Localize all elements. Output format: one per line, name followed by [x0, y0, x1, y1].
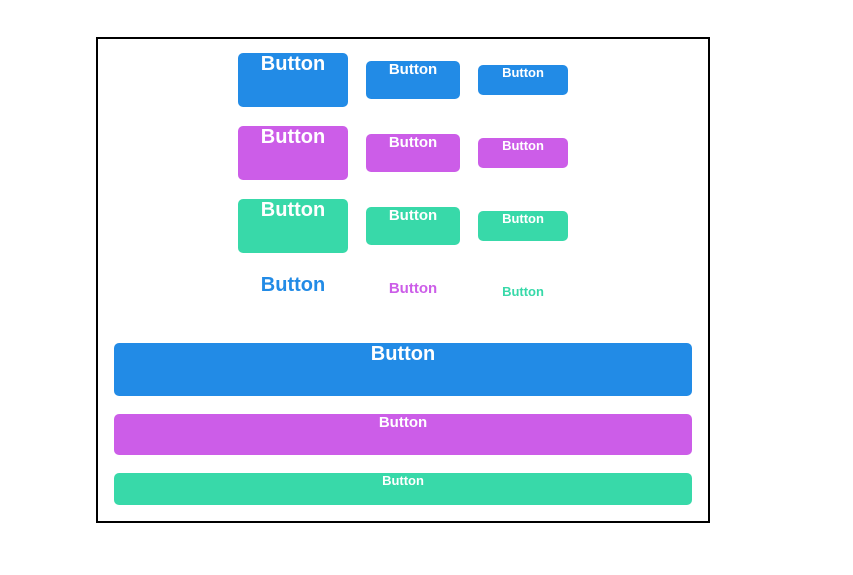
- outline-blue-large-button[interactable]: Button: [238, 273, 348, 325]
- filled-teal-medium-button[interactable]: Button: [366, 207, 460, 245]
- full-width-button-group: Button Button Button: [114, 343, 692, 505]
- button-row-filled-blue: Button Button Button: [114, 53, 692, 107]
- button-row-filled-violet: Button Button Button: [114, 126, 692, 180]
- full-width-teal-small-button[interactable]: Button: [114, 473, 692, 505]
- button-row-filled-teal: Button Button Button: [114, 199, 692, 253]
- button-row-outline: Button Button Button: [114, 272, 692, 326]
- filled-violet-large-button[interactable]: Button: [238, 126, 348, 180]
- filled-blue-medium-button[interactable]: Button: [366, 61, 460, 99]
- filled-teal-small-button[interactable]: Button: [478, 211, 568, 241]
- filled-teal-large-button[interactable]: Button: [238, 199, 348, 253]
- outline-teal-small-button[interactable]: Button: [478, 284, 568, 314]
- filled-violet-small-button[interactable]: Button: [478, 138, 568, 168]
- filled-blue-large-button[interactable]: Button: [238, 53, 348, 107]
- outline-violet-medium-button[interactable]: Button: [366, 280, 460, 318]
- button-demo-panel: Button Button Button Button Button Butto…: [96, 37, 710, 523]
- full-width-violet-medium-button[interactable]: Button: [114, 414, 692, 455]
- filled-violet-medium-button[interactable]: Button: [366, 134, 460, 172]
- full-width-blue-large-button[interactable]: Button: [114, 343, 692, 396]
- filled-blue-small-button[interactable]: Button: [478, 65, 568, 95]
